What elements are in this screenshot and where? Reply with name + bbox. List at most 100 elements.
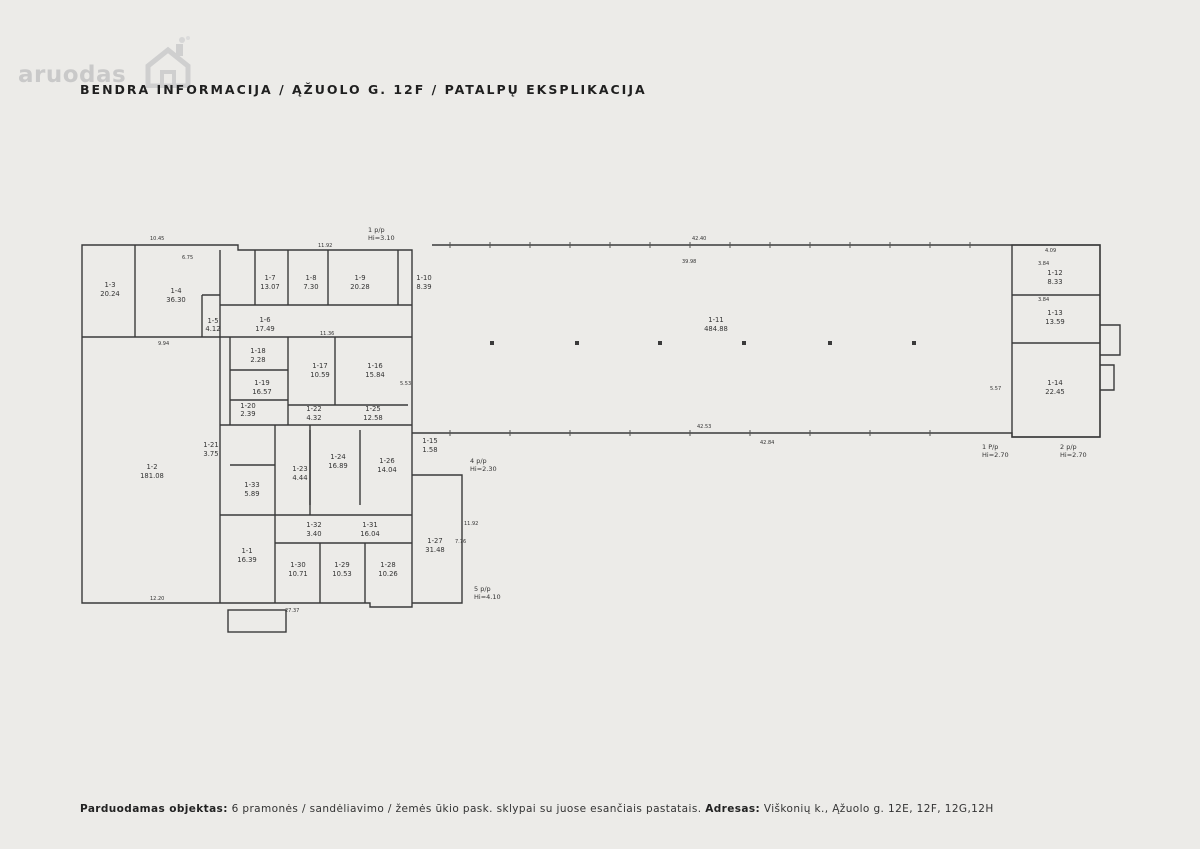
room-id: 1-8	[305, 274, 316, 282]
dimension: 42.84	[760, 440, 774, 446]
room-area: 10.53	[332, 570, 351, 578]
room-area: 484.88	[704, 325, 728, 333]
floor-mark: 1 p/p	[368, 226, 385, 234]
dimension: 10.45	[150, 236, 164, 242]
room-area: 10.26	[378, 570, 397, 578]
dimension: 9.94	[158, 341, 169, 347]
dimension: 3.84	[1038, 261, 1049, 267]
room-area: 12.58	[363, 414, 382, 422]
room-area: 16.04	[360, 530, 379, 538]
room-id: 1-14	[1047, 379, 1062, 387]
room-id: 1-1	[241, 547, 252, 555]
room-area: 14.04	[377, 466, 396, 474]
room-id: 1-32	[306, 521, 321, 529]
height-mark: Hi=3.10	[368, 234, 395, 242]
footer-info: Parduodamas objektas: 6 pramonės / sandė…	[80, 803, 994, 815]
room-id: 1-7	[264, 274, 275, 282]
dimension: 7.76	[455, 539, 466, 545]
room-id: 1-3	[104, 281, 115, 289]
room-area: 13.59	[1045, 318, 1064, 326]
room-area: 181.08	[140, 472, 164, 480]
room-id: 1-21	[203, 441, 218, 449]
room-id: 1-19	[254, 379, 269, 387]
room-area: 7.30	[303, 283, 318, 291]
address-label: Adresas:	[705, 803, 761, 815]
dimension: 42.40	[692, 236, 706, 242]
floor-mark: 2 p/p	[1060, 443, 1077, 451]
room-id: 1-26	[379, 457, 394, 465]
height-mark: Hi=4.10	[474, 593, 501, 601]
room-area: 17.49	[255, 325, 274, 333]
dimension: 11.36	[320, 331, 334, 337]
room-area: 4.44	[292, 474, 307, 482]
room-area: 8.33	[1047, 278, 1062, 286]
room-area: 22.45	[1045, 388, 1064, 396]
dimension: 39.98	[682, 259, 696, 265]
floor-mark: 1 P/p	[982, 443, 998, 451]
room-area: 15.84	[365, 371, 384, 379]
logo-wordmark: aruodas	[18, 62, 127, 88]
dimension: 5.57	[990, 386, 1001, 392]
dimension: 6.75	[182, 255, 193, 261]
room-id: 1-15	[422, 437, 437, 445]
room-id: 1-6	[259, 316, 270, 324]
room-area: 31.48	[425, 546, 444, 554]
dimension: 5.53	[400, 381, 411, 387]
object-value: 6 pramonės / sandėliavimo / žemės ūkio p…	[231, 803, 702, 815]
room-area: 3.75	[203, 450, 218, 458]
room-id: 1-11	[708, 316, 723, 324]
room-id: 1-30	[290, 561, 305, 569]
floor-mark: 5 p/p	[474, 585, 491, 593]
dimension: 3.84	[1038, 297, 1049, 303]
room-id: 1-9	[354, 274, 365, 282]
room-id: 1-27	[427, 537, 442, 545]
room-area: 10.59	[310, 371, 329, 379]
room-id: 1-29	[334, 561, 349, 569]
room-id: 1-2	[146, 463, 157, 471]
house-icon	[145, 36, 191, 88]
height-mark: Hi=2.30	[470, 465, 497, 473]
dimension: 4.09	[1045, 248, 1056, 254]
height-mark: Hi=2.70	[1060, 451, 1087, 459]
room-id: 1-33	[244, 481, 259, 489]
room-id: 1-24	[330, 453, 345, 461]
room-area: 8.39	[416, 283, 431, 291]
room-area: 36.30	[166, 296, 185, 304]
room-area: 10.71	[288, 570, 307, 578]
room-id: 1-20	[240, 402, 255, 410]
room-id: 1-28	[380, 561, 395, 569]
room-area: 16.57	[252, 388, 271, 396]
room-id: 1-17	[312, 362, 327, 370]
room-area: 16.39	[237, 556, 256, 564]
room-id: 1-18	[250, 347, 265, 355]
room-area: 13.07	[260, 283, 279, 291]
room-id: 1-31	[362, 521, 377, 529]
room-area: 4.12	[205, 325, 220, 333]
room-area: 2.39	[240, 410, 255, 418]
room-id: 1-22	[306, 405, 321, 413]
dimension: 11.92	[464, 521, 478, 527]
room-area: 20.28	[350, 283, 369, 291]
room-id: 1-4	[170, 287, 181, 295]
height-mark: Hi=2.70	[982, 451, 1009, 459]
room-id: 1-25	[365, 405, 380, 413]
room-id: 1-12	[1047, 269, 1062, 277]
dimension: 11.92	[318, 243, 332, 249]
room-id: 1-10	[416, 274, 431, 282]
address-value: Viškonių k., Ąžuolo g. 12E, 12F, 12G,12H	[763, 803, 994, 815]
room-area: 1.58	[422, 446, 437, 454]
room-area: 20.24	[100, 290, 119, 298]
room-area: 3.40	[306, 530, 321, 538]
dimension: 42.53	[697, 424, 711, 430]
page-title: BENDRA INFORMACIJA / ĄŽUOLO G. 12F / PAT…	[80, 82, 647, 97]
floor-mark: 4 p/p	[470, 457, 487, 465]
dimension: 12.20	[150, 596, 164, 602]
room-area: 5.89	[244, 490, 259, 498]
room-id: 1-5	[207, 317, 218, 325]
room-id: 1-13	[1047, 309, 1062, 317]
object-label: Parduodamas objektas:	[80, 803, 228, 815]
room-area: 2.28	[250, 356, 265, 364]
room-id: 1-23	[292, 465, 307, 473]
room-area: 4.32	[306, 414, 321, 422]
room-id: 1-16	[367, 362, 382, 370]
